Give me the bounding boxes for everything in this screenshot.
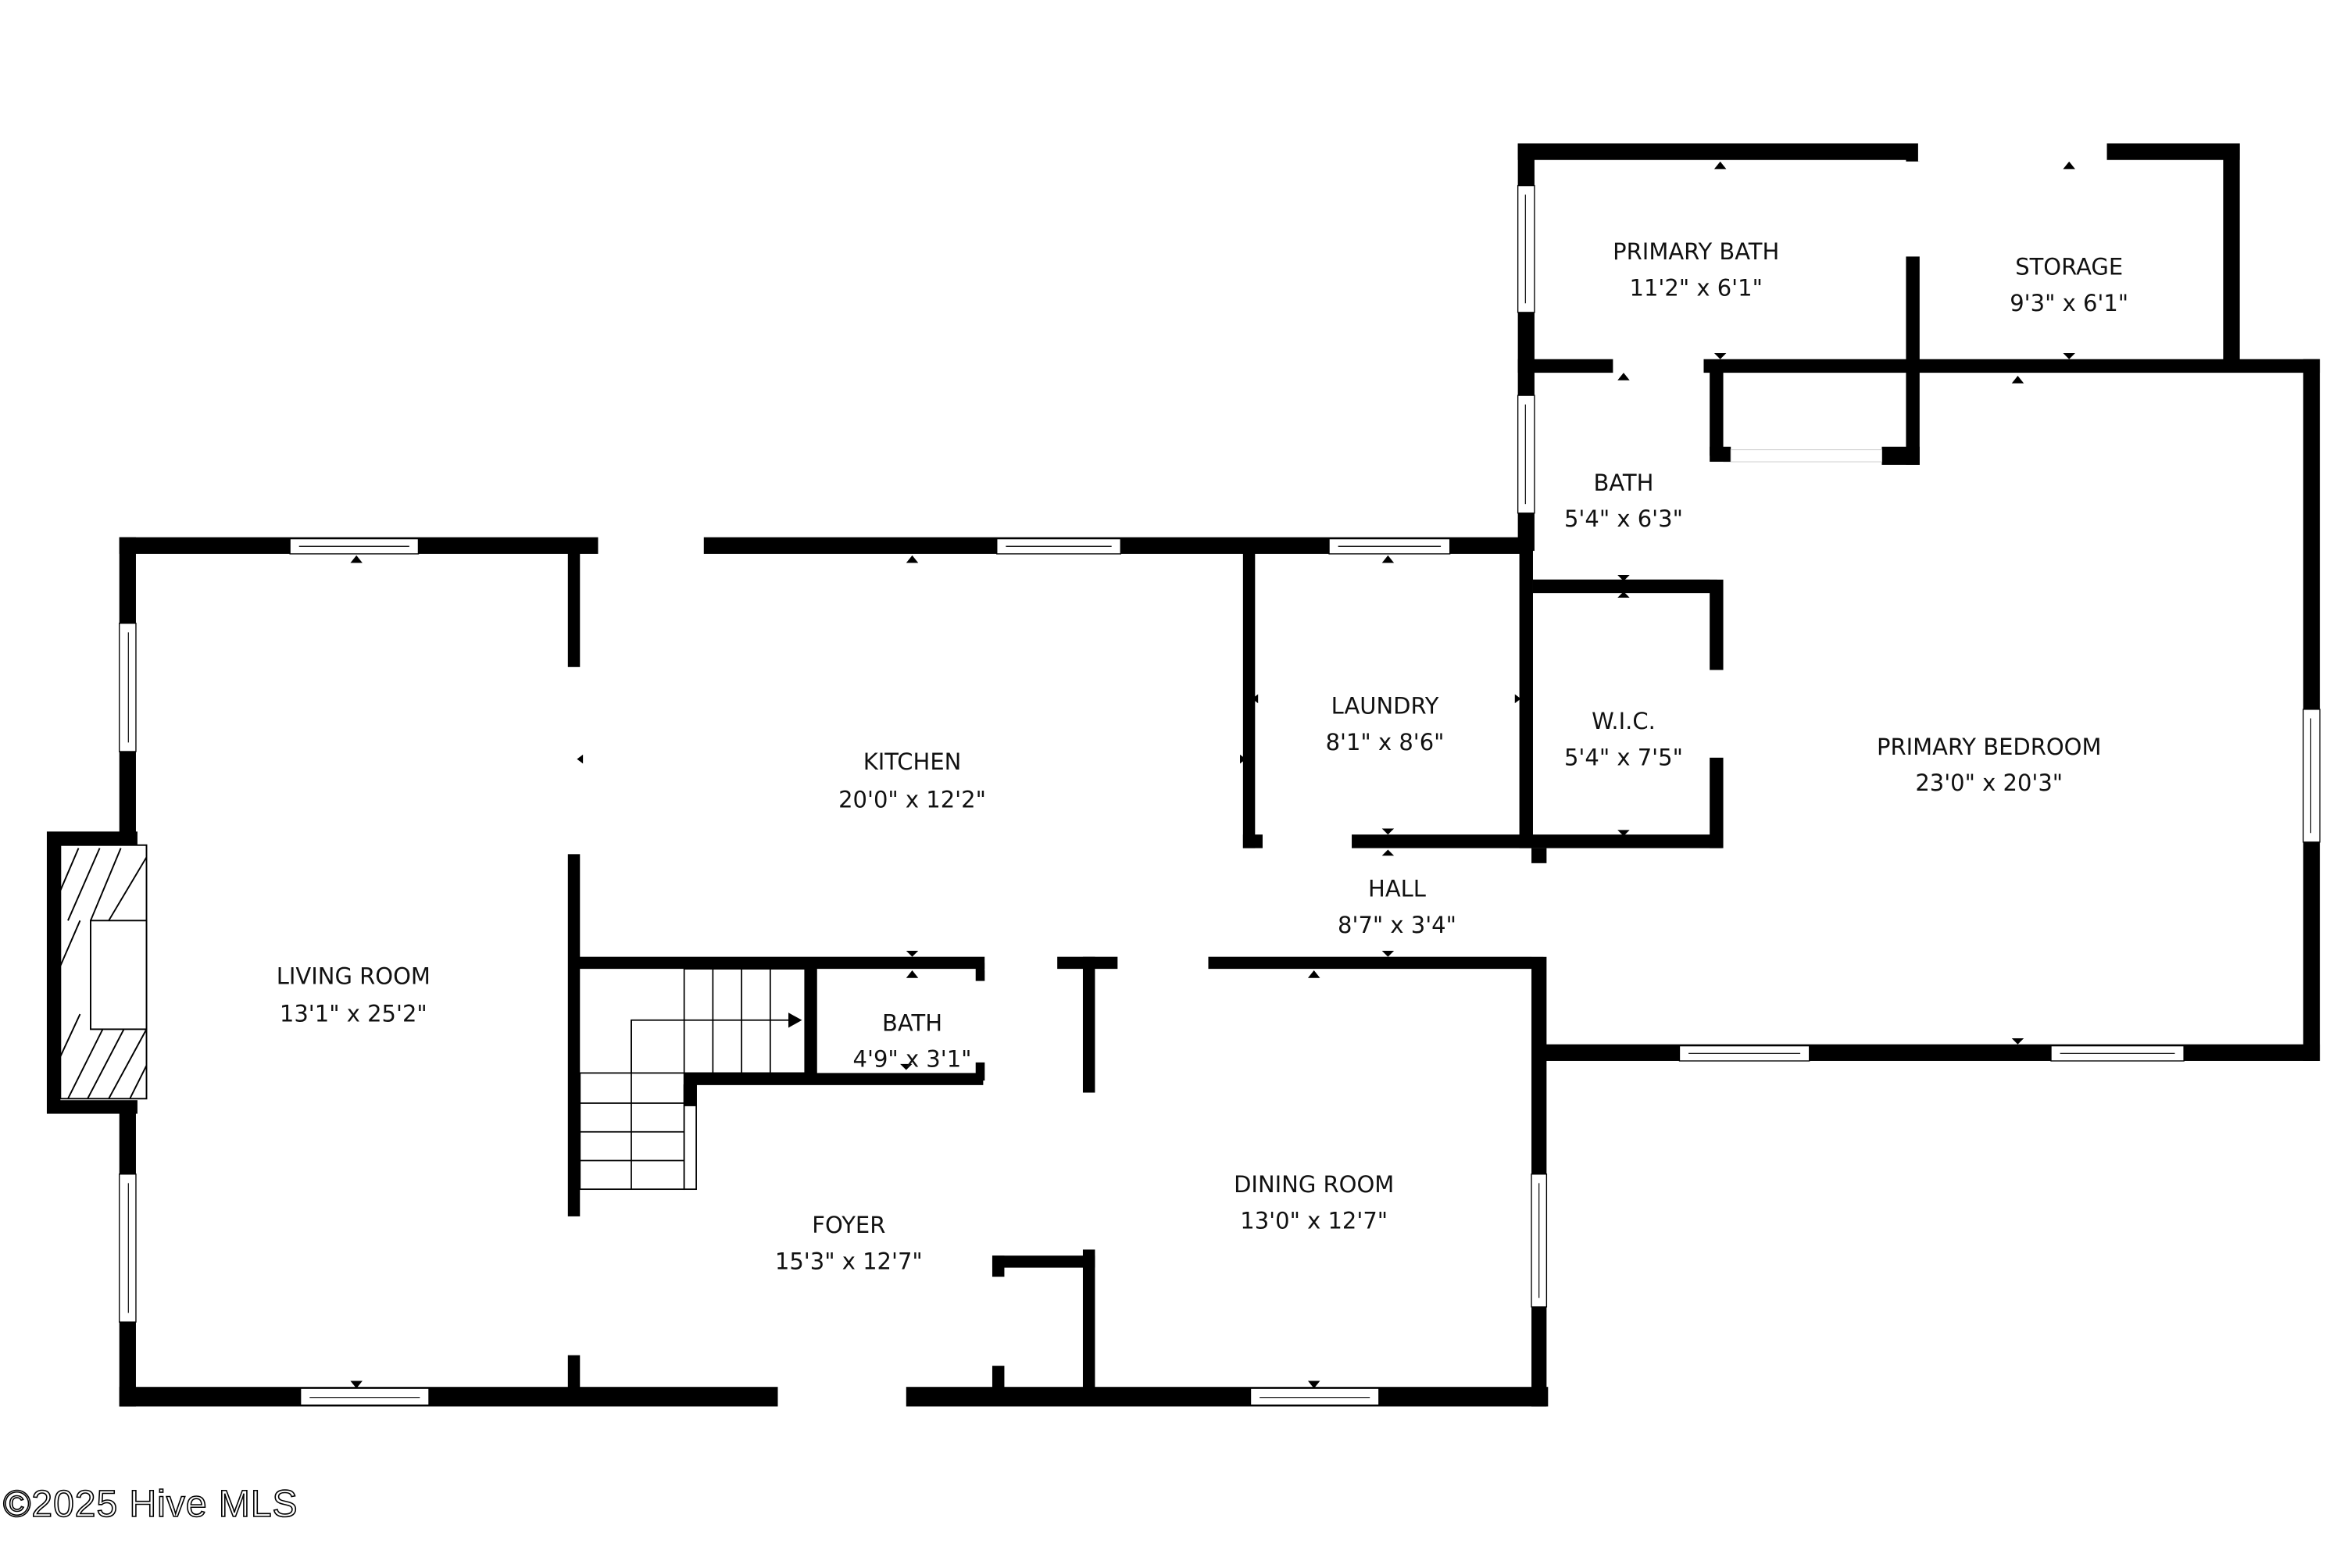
- room-name: PRIMARY BATH: [1613, 238, 1779, 265]
- room-dimensions: 15'3" x 12'7": [775, 1248, 923, 1275]
- room-name: BATH: [1593, 470, 1653, 496]
- windows: [119, 184, 2321, 1406]
- room-name: KITCHEN: [863, 748, 962, 775]
- room-dimensions: 13'1" x 25'2": [280, 1001, 427, 1027]
- room-dimensions: 8'7" x 3'4": [1338, 912, 1456, 938]
- room-dining-room: DINING ROOM 13'0" x 12'7": [1234, 1171, 1394, 1234]
- room-dimensions: 11'2" x 6'1": [1630, 275, 1763, 302]
- room-bath: BATH 5'4" x 6'3": [1564, 470, 1683, 532]
- room-labels: LIVING ROOM 13'1" x 25'2" KITCHEN 20'0" …: [277, 238, 2128, 1274]
- room-name: FOYER: [812, 1212, 885, 1238]
- staircase-icon: [579, 968, 806, 1191]
- room-name: LAUNDRY: [1331, 693, 1439, 720]
- room-dimensions: 5'4" x 6'3": [1564, 505, 1683, 532]
- room-dimensions: 5'4" x 7'5": [1564, 744, 1683, 770]
- copyright-watermark: ©2025 Hive MLS: [2, 1483, 298, 1526]
- room-dimensions: 20'0" x 12'2": [838, 786, 986, 813]
- room-dimensions: 8'1" x 8'6": [1326, 729, 1445, 755]
- room-foyer: FOYER 15'3" x 12'7": [775, 1212, 923, 1274]
- room-name: LIVING ROOM: [277, 963, 431, 989]
- room-kitchen: KITCHEN 20'0" x 12'2": [838, 748, 986, 813]
- fireplace-icon: [59, 844, 148, 1100]
- room-name: BATH: [882, 1009, 942, 1036]
- room-dimensions: 23'0" x 20'3": [1915, 770, 2063, 796]
- room-name: PRIMARY BEDROOM: [1877, 734, 2101, 760]
- room-primary-bath: PRIMARY BATH 11'2" x 6'1": [1613, 238, 1779, 301]
- room-name: W.I.C.: [1592, 708, 1656, 734]
- room-dimensions: 13'0" x 12'7": [1240, 1207, 1388, 1234]
- room-laundry: LAUNDRY 8'1" x 8'6": [1326, 693, 1445, 755]
- room-half-bath: BATH 4'9" x 3'1": [853, 1009, 972, 1072]
- room-storage: STORAGE 9'3" x 6'1": [2010, 254, 2128, 316]
- room-dimensions: 9'3" x 6'1": [2010, 290, 2128, 316]
- room-hall: HALL 8'7" x 3'4": [1338, 875, 1456, 938]
- room-name: DINING ROOM: [1234, 1171, 1394, 1198]
- room-primary-bedroom: PRIMARY BEDROOM 23'0" x 20'3": [1877, 734, 2101, 796]
- room-wic: W.I.C. 5'4" x 7'5": [1564, 708, 1683, 770]
- room-name: HALL: [1368, 875, 1426, 902]
- dimension-markers: [350, 161, 2075, 1389]
- door-openings: [598, 141, 2107, 1409]
- room-dimensions: 4'9" x 3'1": [853, 1046, 972, 1073]
- room-name: STORAGE: [2015, 254, 2123, 280]
- room-living-room: LIVING ROOM 13'1" x 25'2": [277, 963, 431, 1027]
